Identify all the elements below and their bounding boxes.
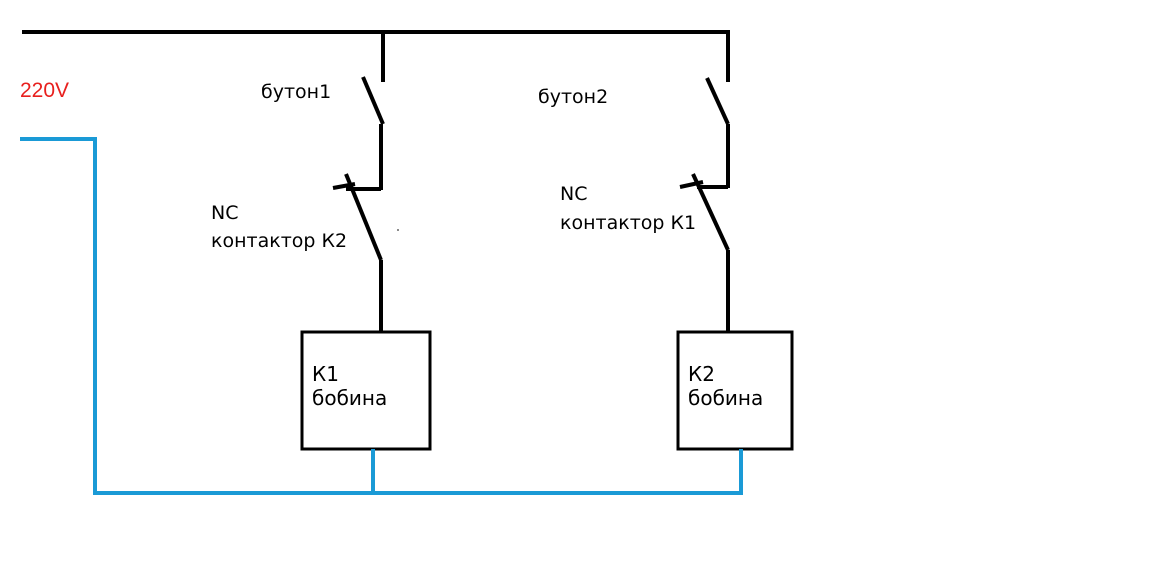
nc-k2-blade (344, 173, 383, 261)
coil-k1-text: К1 бобина (312, 362, 387, 410)
neutral-wiring (20, 137, 743, 495)
coil-k2-box (676, 330, 794, 451)
stray-dot (397, 229, 399, 231)
coil-k1-box (300, 330, 432, 451)
nc-label-branch1: NC (211, 202, 239, 224)
nc-contactor-k2-label: контактор К2 (211, 232, 348, 251)
phase-wiring (22, 30, 730, 82)
coil-k1-word: бобина (312, 386, 388, 410)
coil-k2-id: К2 (688, 362, 715, 386)
branch2-wiring (679, 77, 730, 332)
coil-k2-text: К2 бобина (688, 362, 763, 410)
coil-k1-id: К1 (312, 362, 339, 386)
nc-k1-blade (691, 173, 730, 251)
coil-k2-word: бобина (688, 386, 764, 410)
button2-label: бутон2 (538, 86, 609, 108)
nc-label-branch2: NC (560, 183, 588, 205)
neutral-return (20, 137, 741, 495)
nc-contactor-k1-label: контактор К1 (560, 212, 697, 234)
branch1-wiring (332, 76, 385, 332)
voltage-label: 220V (20, 79, 70, 102)
button1-label: бутон1 (261, 81, 332, 103)
button2-blade (705, 77, 730, 125)
button1-blade (361, 76, 385, 125)
